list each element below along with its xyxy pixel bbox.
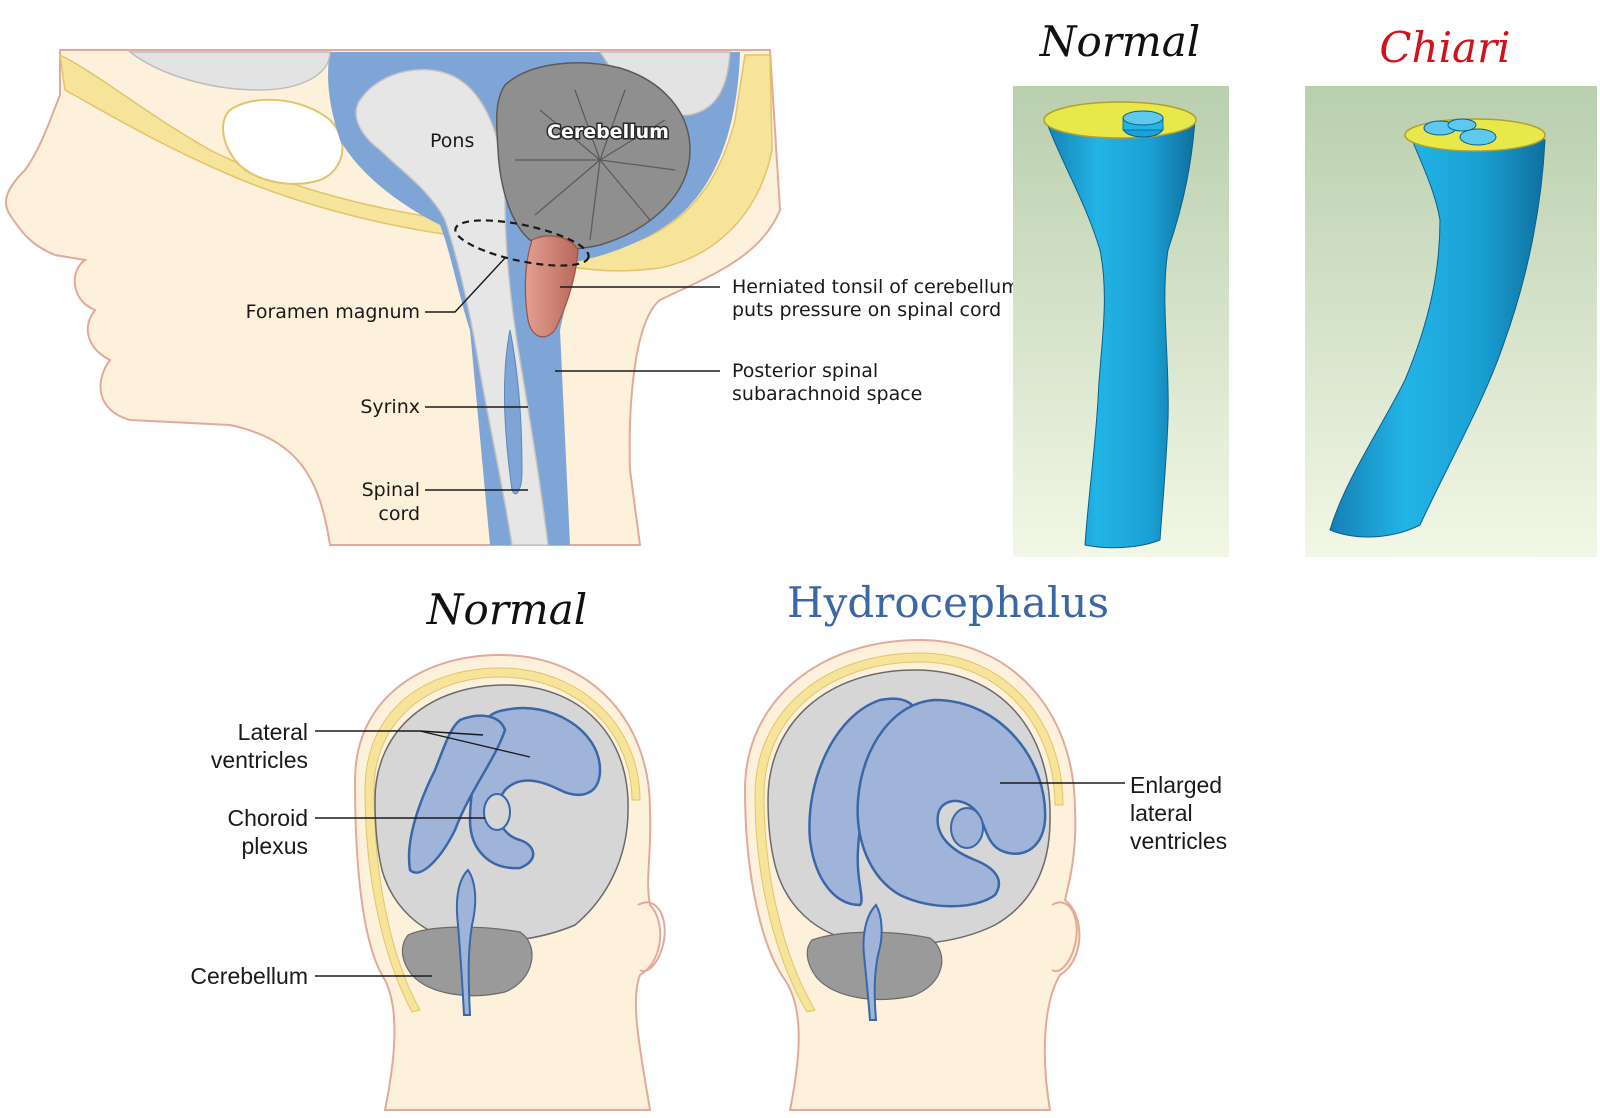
- hydro-head-title: Hydrocephalus: [787, 578, 1109, 627]
- cerebellum-head-label: Cerebellum: [190, 963, 308, 989]
- normal-skull-band: [364, 667, 641, 1013]
- sagittal-section: Pons Cerebellum Foramen magnum Herniated…: [5, 49, 1020, 546]
- lateral-leader-2: [419, 730, 531, 758]
- normal-fourth-ventricle: [455, 868, 477, 1016]
- lateral-label-1: Lateral: [238, 719, 308, 745]
- pons-label: Pons: [430, 130, 474, 152]
- normal-choroid-plexus: [483, 793, 511, 831]
- hydro-fourth-ventricle: [862, 903, 883, 1021]
- cerebellum-folia: [515, 89, 676, 241]
- normal-head-title: Normal: [426, 585, 587, 634]
- enlarged-label-3: ventricles: [1130, 828, 1227, 854]
- spinal-label-1: Spinal: [362, 479, 420, 501]
- hydro-choroid-plexus: [950, 807, 984, 849]
- foramen-magnum-label: Foramen magnum: [246, 301, 420, 323]
- herniated-tonsil: [524, 235, 579, 338]
- normal-tube-core-rim: [1122, 110, 1164, 126]
- foramen-magnum-leader: [425, 257, 506, 313]
- normal-tube: [1044, 110, 1196, 549]
- chiari-core-2: [1459, 128, 1497, 146]
- normal-ventricle-back: [407, 714, 507, 874]
- syrinx-label: Syrinx: [360, 396, 420, 418]
- posterior-label-1: Posterior spinal: [732, 360, 878, 382]
- herniated-label-1: Herniated tonsil of cerebellum: [732, 276, 1020, 298]
- cerebellum-label: Cerebellum: [547, 121, 669, 143]
- spinal-label-2: cord: [378, 503, 420, 525]
- herniated-label-2: puts pressure on spinal cord: [732, 299, 1001, 321]
- normal-ear: [637, 901, 666, 973]
- normal-head-diagram: Normal Lateral ventricles Choroid plexus…: [190, 585, 666, 1111]
- chiari-core-3: [1447, 118, 1477, 132]
- normal-tube-top: [1043, 101, 1197, 139]
- hydro-skull-band: [754, 652, 1064, 1013]
- foramen-magnum-ellipse: [454, 219, 590, 267]
- hydro-lateral-ventricle: [856, 698, 1047, 908]
- enlarged-label-1: Enlarged: [1130, 772, 1222, 798]
- chiari-tube: [1329, 128, 1546, 538]
- enlarged-label-2: lateral: [1130, 800, 1193, 826]
- choroid-label-1: Choroid: [227, 805, 308, 831]
- cerebellum-shape: [495, 62, 691, 250]
- chiari-model-title: Chiari: [1379, 23, 1510, 72]
- hydro-ear: [1051, 901, 1078, 973]
- cerebrum-fragment: [127, 51, 331, 91]
- brainstem: [355, 68, 549, 546]
- posterior-label-2: subarachnoid space: [732, 383, 922, 405]
- hydrocephalus-head-diagram: Hydrocephalus Enlarged lateral ventricle…: [743, 578, 1227, 1111]
- syrinx: [503, 329, 523, 495]
- skull-bone: [59, 53, 773, 272]
- lateral-label-2: ventricles: [211, 747, 308, 773]
- normal-model-title: Normal: [1039, 17, 1200, 66]
- sinus-cavity: [222, 98, 344, 185]
- tube-models: Normal Chiari: [1013, 17, 1597, 557]
- choroid-label-2: plexus: [242, 833, 308, 859]
